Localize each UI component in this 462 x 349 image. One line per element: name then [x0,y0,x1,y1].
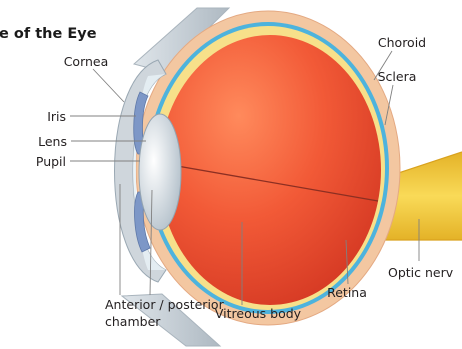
optic-nerve-label: Optic nerv [388,265,454,280]
retina-label: Retina [327,285,367,300]
cornea-leader [93,69,124,102]
diagram-title: e of the Eye [0,26,97,42]
iris-label: Iris [47,109,66,124]
sclera-label: Sclera [378,69,417,84]
vitreous-body-label: Vitreous body [215,306,302,321]
pupil-label: Pupil [36,154,66,169]
choroid-label: Choroid [378,35,426,50]
vitreous-body-shape [159,35,381,305]
lens-label: Lens [38,134,67,149]
cornea-label: Cornea [64,54,109,69]
chamber-label-line2: chamber [105,314,161,329]
lens-shape [139,114,181,230]
chamber-label-line1: Anterior / posterior [105,297,225,312]
